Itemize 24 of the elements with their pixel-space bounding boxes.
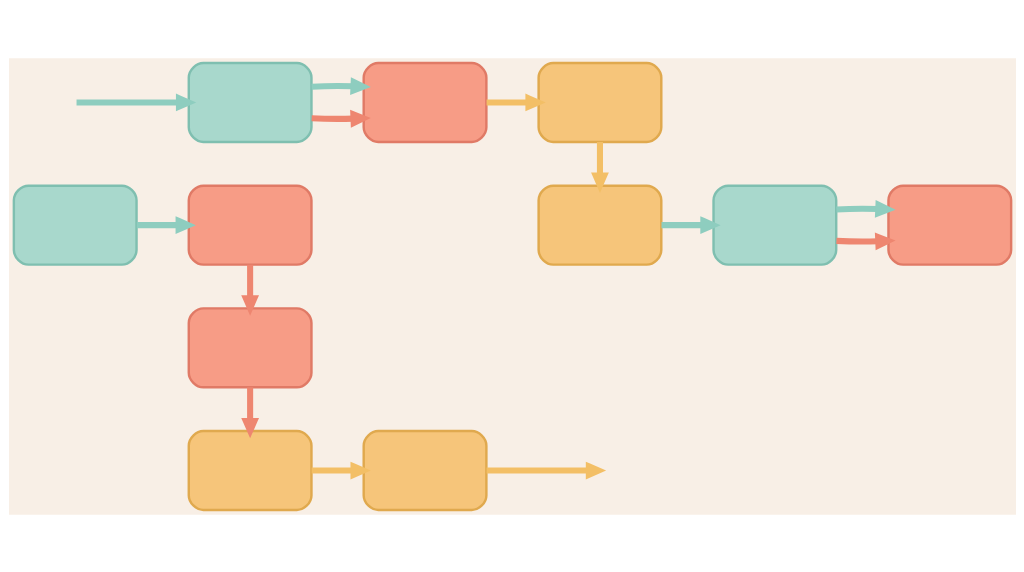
arrow xyxy=(311,76,371,95)
arrow xyxy=(486,93,546,111)
node-box xyxy=(536,61,662,143)
node-box xyxy=(12,183,138,266)
node-box xyxy=(187,61,313,143)
node-box xyxy=(536,183,662,266)
node-box xyxy=(187,183,313,266)
arrow xyxy=(136,215,196,234)
arrow xyxy=(661,215,721,234)
arrow xyxy=(240,386,259,438)
arrow xyxy=(76,93,196,111)
arrow xyxy=(311,461,371,479)
arrow xyxy=(835,199,896,218)
arrow xyxy=(486,461,606,479)
node-box xyxy=(886,183,1012,266)
arrow xyxy=(590,141,609,193)
arrow xyxy=(240,264,259,316)
arrow xyxy=(835,232,896,250)
node-box xyxy=(362,61,488,143)
node-box xyxy=(187,306,313,389)
node-box xyxy=(711,183,837,266)
node-box xyxy=(362,429,488,511)
node-box xyxy=(187,429,313,511)
arrow xyxy=(311,109,371,128)
